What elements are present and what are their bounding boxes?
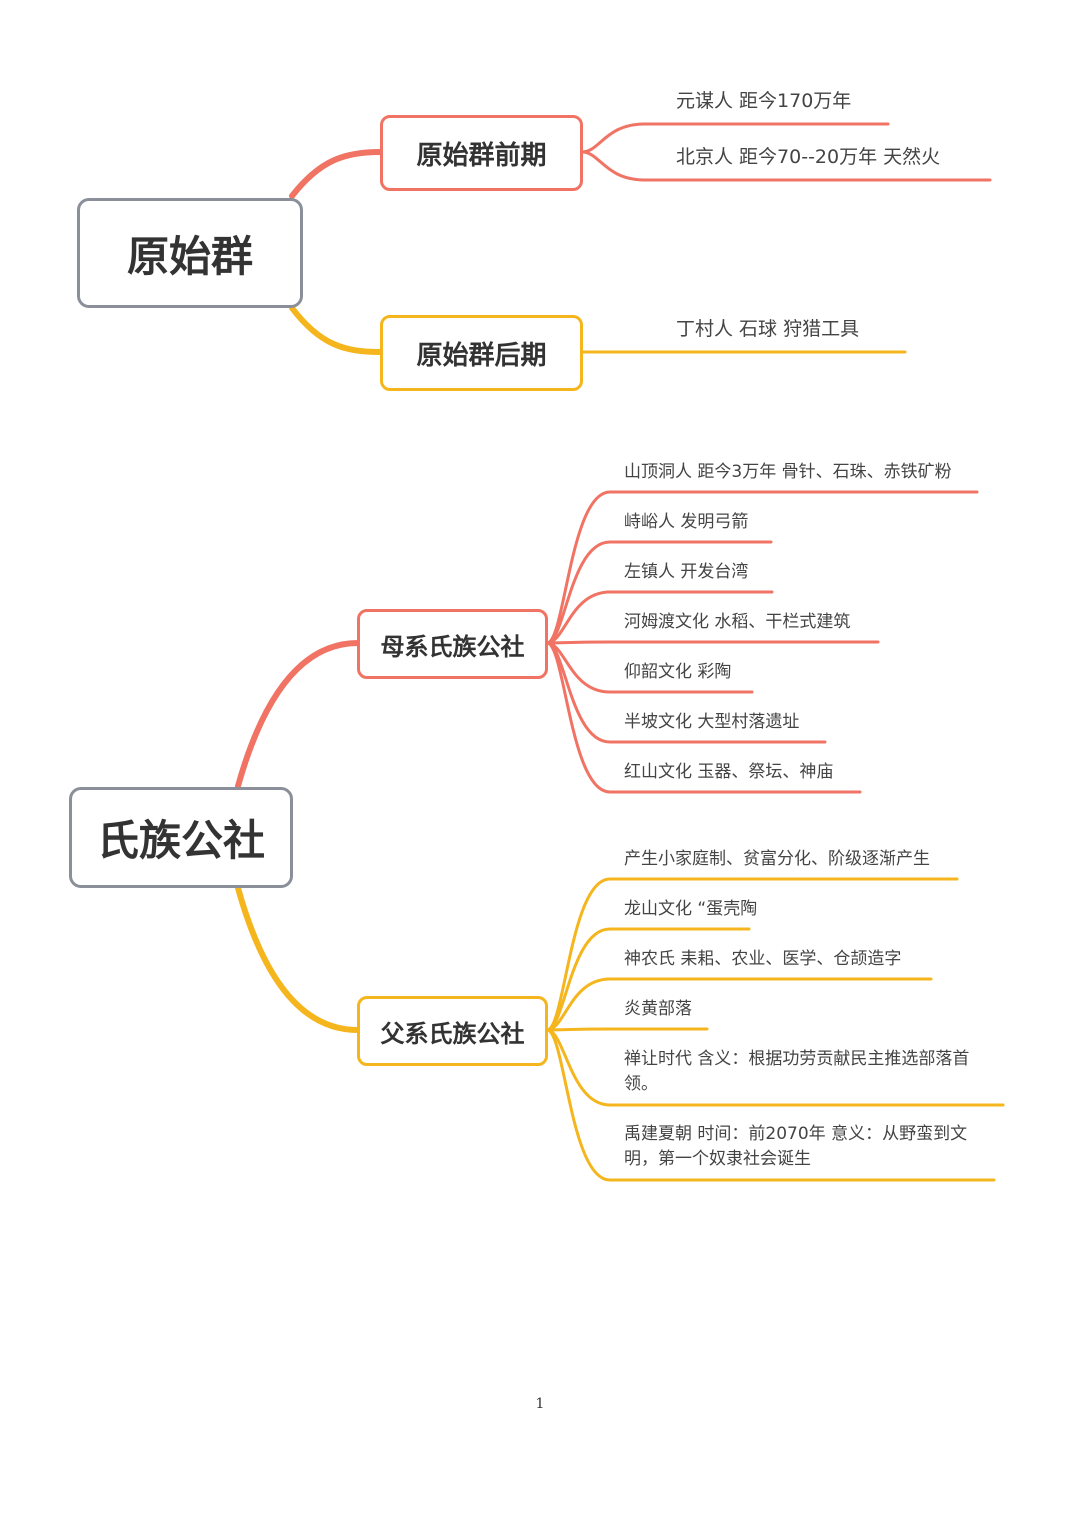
leaf-xia-dynasty: 禹建夏朝 时间：前2070年 意义：从野蛮到文明，第一个奴隶社会诞生 [624,1124,968,1169]
connector-matri-leaf3 [545,590,774,645]
branch-node-late-horde: 原始群后期 [380,315,583,391]
connector-root1-late [289,305,383,355]
leaf-small-family: 产生小家庭制、贫富分化、阶级逐渐产生 [624,849,930,869]
connector-early-leaf2 [580,150,992,182]
leaf-zuozhen: 左镇人 开发台湾 [624,562,749,582]
connector-root1-early [289,149,383,199]
connector-early-leaf1 [580,122,890,154]
leaf-yuanmou: 元谋人 距今170万年 [676,90,852,112]
leaf-yanhuang: 炎黄部落 [624,999,692,1019]
connector-patri-leaf6 [545,1028,996,1182]
leaf-yangshao: 仰韶文化 彩陶 [624,662,732,682]
branch-node-patriarchal: 父系氏族公社 [357,996,548,1066]
page-number: 1 [535,1396,545,1412]
leaf-shandingdong: 山顶洞人 距今3万年 骨针、石珠、赤铁矿粉 [624,462,952,482]
connector-matri-leaf7 [545,641,862,794]
leaf-hemudu: 河姆渡文化 水稻、干栏式建筑 [624,612,851,632]
connector-matri-leaf2 [545,540,773,645]
connector-patri-leaf2 [545,927,751,1032]
leaf-banpo: 半坡文化 大型村落遗址 [624,712,800,732]
branch-node-matriarchal: 母系氏族公社 [357,609,548,679]
leaf-dingcun: 丁村人 石球 狩猎工具 [676,318,860,340]
leaf-zhiyu: 峙峪人 发明弓箭 [624,512,749,532]
leaf-abdication: 禅让时代 含义：根据功劳贡献民主推选部落首领。 [624,1049,970,1094]
connector-patri-leaf3 [545,977,933,1032]
leaf-hongshan: 红山文化 玉器、祭坛、神庙 [624,762,834,782]
connector-patri-leaf4 [545,1027,709,1032]
leaf-shennong: 神农氏 耒耜、农业、医学、仓颉造字 [624,949,902,969]
leaf-longshan: 龙山文化 “蛋壳陶 [624,899,758,919]
root-node-clan-commune: 氏族公社 [69,787,293,888]
branch-node-early-horde: 原始群前期 [380,115,583,191]
connector-matri-leaf4 [545,640,880,645]
root-node-primitive-horde: 原始群 [77,198,303,308]
connector-root2-patri [235,885,361,1033]
connector-root2-matri [235,640,361,789]
leaf-beijing: 北京人 距今70--20万年 天然火 [676,146,941,168]
